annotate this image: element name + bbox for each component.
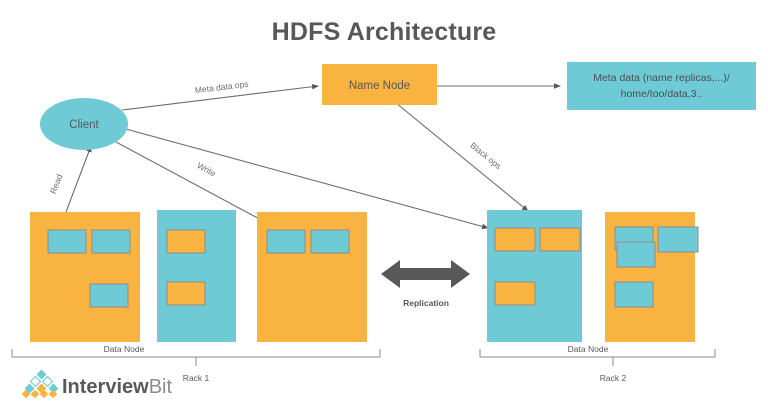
name-node-box[interactable]	[322, 64, 437, 105]
rack2-datanode-1[interactable]	[487, 210, 582, 342]
data-block	[91, 229, 131, 254]
edge-client-to-rack2	[121, 127, 489, 230]
interviewbit-logo[interactable]: InterviewBit	[21, 369, 173, 399]
data-block	[657, 226, 699, 253]
rack1-datanode-2[interactable]	[157, 210, 236, 342]
node-client[interactable]: Client	[40, 98, 128, 150]
name-node-label: Name Node	[349, 80, 410, 92]
replication-group: Replication	[381, 260, 470, 308]
edge-client-to-namenode	[121, 83, 319, 111]
logo-text: InterviewBit	[62, 376, 172, 398]
page-title: HDFS Architecture	[272, 18, 497, 46]
rack2-datanode-label: Data Node	[568, 344, 609, 354]
replication-label: Replication	[403, 298, 449, 308]
logo-text-bold: Interview	[62, 376, 149, 398]
client-ellipse[interactable]	[40, 98, 128, 150]
rack1-datanode-label: Data Node	[104, 344, 145, 354]
logo-text-light: Bit	[149, 376, 173, 398]
double-arrow-icon	[381, 260, 470, 288]
edge-label-write: Write	[195, 160, 217, 178]
rack2-datanode-2[interactable]	[605, 212, 699, 342]
client-label: Client	[69, 119, 99, 131]
data-block	[494, 227, 536, 252]
rack2-bracket	[479, 349, 716, 366]
data-block	[47, 229, 87, 254]
edge-label-meta-data-ops: Meta data ops	[194, 79, 249, 95]
data-block	[89, 283, 129, 308]
data-block	[166, 281, 206, 306]
data-block	[614, 281, 654, 308]
logo-mark-icon	[21, 369, 59, 399]
meta-data-line-2: home/too/data,3..	[621, 88, 703, 100]
data-block	[494, 281, 536, 306]
rack-2: Data Node Rack 2	[479, 210, 716, 383]
edge-client-to-datanode-write	[115, 141, 281, 231]
node-meta-data[interactable]: Meta data (name replicas,...)/ home/too/…	[567, 62, 756, 110]
edge-namenode-to-rack2	[395, 102, 529, 212]
rack-1: Data Node Rack 1	[11, 210, 381, 383]
edge-datanode-to-client-read	[65, 145, 92, 213]
data-block	[539, 227, 581, 252]
data-block	[166, 229, 206, 254]
rack1-label: Rack 1	[183, 373, 210, 383]
connectors: Meta data ops Black ops Read Write	[48, 79, 561, 231]
node-name-node[interactable]: Name Node	[322, 64, 437, 105]
rack2-label: Rack 2	[600, 373, 627, 383]
data-block	[266, 229, 306, 254]
rack1-bracket	[11, 349, 381, 366]
meta-data-box[interactable]	[567, 62, 756, 110]
rack1-datanode-1[interactable]	[30, 212, 140, 342]
data-block-overlapping	[616, 241, 656, 268]
meta-data-line-1: Meta data (name replicas,...)/	[593, 72, 730, 84]
rack1-datanode-3[interactable]	[257, 212, 367, 342]
data-block	[310, 229, 350, 254]
edge-label-read: Read	[48, 172, 65, 195]
